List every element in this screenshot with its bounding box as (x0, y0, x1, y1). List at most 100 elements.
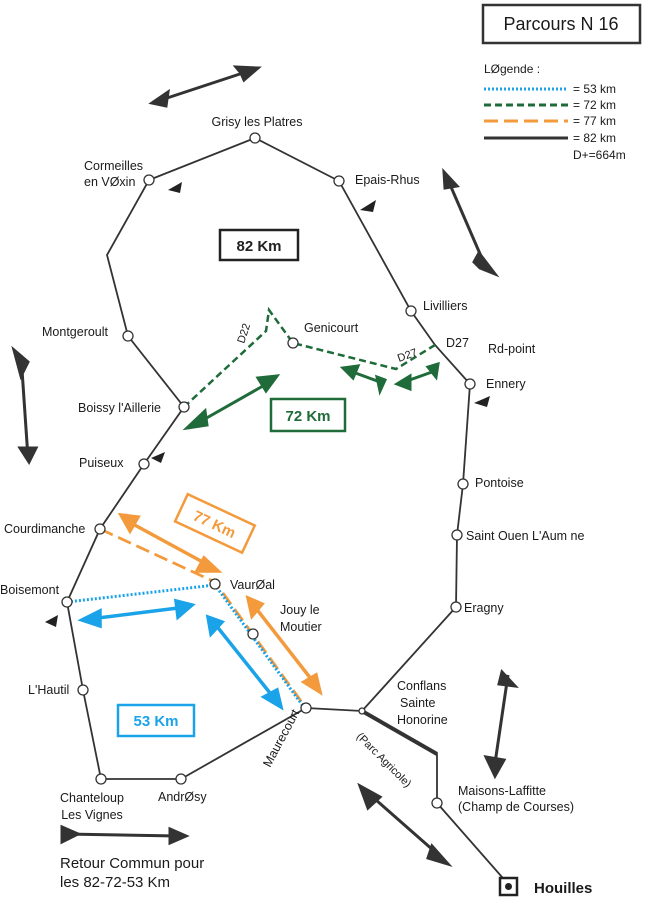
legend-heading: LØgende : (484, 62, 540, 76)
node-montgeroult (122, 330, 134, 342)
place-jouy-line2: Moutier (280, 620, 322, 634)
finish-marker: Houilles (498, 876, 592, 897)
route-77-shortcut (99, 527, 308, 709)
road-d22: D22 (235, 322, 253, 345)
node-ennery (464, 378, 476, 390)
node-maisons (431, 797, 443, 809)
node-chanteloup (95, 773, 107, 785)
node-boissy (178, 401, 190, 413)
footer-note: Retour Commun pour les 82-72-53 Km (60, 855, 204, 891)
place-rdpoint: Rd-point (488, 342, 536, 356)
place-ennery: Ennery (486, 377, 526, 391)
arrow-72-main-icon (182, 374, 281, 431)
road-d27-right: D27 (446, 336, 469, 350)
route-box-82: 82 Km (218, 228, 300, 262)
place-pontoise: Pontoise (475, 476, 524, 490)
node-cormeilles (143, 174, 155, 186)
place-andresy: AndrØsy (158, 790, 207, 804)
route-box-72: 72 Km (269, 397, 347, 433)
arrow-77-side-icon (245, 595, 323, 696)
arrow-72-d27-left-icon (339, 364, 388, 396)
route-return-bold (361, 709, 438, 756)
arrow-left-icon (11, 345, 39, 466)
place-boissy: Boissy l'Aillerie (78, 401, 161, 415)
node-hautil (77, 684, 89, 696)
arrow-conflans-icon (483, 668, 519, 780)
place-hautil: L'Hautil (28, 683, 69, 697)
place-boisemont: Boisemont (0, 583, 60, 597)
title-box: Parcours N 16 (481, 3, 642, 45)
arrow-53-side-icon (205, 614, 284, 711)
place-maisons-line2: (Champ de Courses) (458, 800, 574, 814)
node-genicourt (287, 337, 299, 349)
node-conflans (358, 707, 366, 715)
place-genicourt: Genicourt (304, 321, 359, 335)
direction-triangle-icon (45, 615, 58, 627)
node-boisemont (61, 596, 73, 608)
place-grisy: Grisy les Platres (212, 115, 303, 129)
direction-triangle-icon (360, 200, 376, 212)
node-livilliers (405, 305, 417, 317)
direction-arrows (11, 65, 519, 867)
legend: LØgende : = 53 km = 72 km = 77 km = 82 k… (484, 62, 626, 162)
place-chanteloup-line1: Chanteloup (60, 791, 124, 805)
arrow-right-icon (442, 167, 500, 278)
place-parc-agricole: (Parc Agricole) (354, 731, 413, 790)
arrow-53-main-icon (77, 598, 196, 629)
node-saintouen (451, 529, 463, 541)
road-d27-left: D27 (396, 347, 419, 365)
node-jouy (247, 628, 259, 640)
place-conflans-line2: Sainte (400, 696, 435, 710)
place-livilliers: Livilliers (423, 299, 467, 313)
node-maurecourt (300, 702, 312, 714)
place-montgeroult: Montgeroult (42, 325, 109, 339)
finish-dot-icon (505, 883, 512, 890)
place-conflans-line1: Conflans (397, 679, 446, 693)
footer-line1: Retour Commun pour (60, 855, 204, 872)
node-pontoise (457, 478, 469, 490)
arrows-53 (77, 598, 284, 711)
town-nodes (61, 132, 476, 809)
direction-triangle-icon (474, 396, 490, 407)
place-puiseux: Puiseux (79, 456, 124, 470)
arrow-72-d27-right-icon (393, 361, 440, 392)
place-cormeilles-line2: en VØxin (84, 175, 135, 189)
place-maurecourt: Maurecourt (260, 707, 302, 770)
place-houilles: Houilles (534, 880, 592, 897)
arrow-top-icon (148, 65, 262, 108)
route-box-53-label: 53 Km (133, 713, 178, 730)
place-cormeilles-line1: Cormeilles (84, 159, 143, 173)
place-epais: Epais-Rhus (355, 173, 420, 187)
place-maisons-line1: Maisons-Laffitte (458, 784, 546, 798)
place-saintouen: Saint Ouen L'Aum ne (466, 529, 584, 543)
direction-markers (45, 182, 490, 627)
place-chanteloup-line2: Les Vignes (61, 808, 123, 822)
arrows-77 (117, 512, 323, 696)
route-box-72-label: 72 Km (285, 408, 330, 425)
place-jouy-line1: Jouy le (280, 603, 320, 617)
node-eragny (450, 601, 462, 613)
legend-label-77: = 77 km (573, 114, 616, 128)
legend-label-82: = 82 km (573, 131, 616, 145)
node-andresy (175, 773, 187, 785)
legend-label-53: = 53 km (573, 82, 616, 96)
route-box-53: 53 Km (116, 703, 196, 738)
arrow-footer-icon (60, 824, 190, 846)
node-vaureal (209, 578, 221, 590)
place-conflans-line3: Honorine (397, 713, 448, 727)
arrow-bottom-right-icon (357, 782, 453, 867)
place-eragny: Eragny (464, 601, 504, 615)
legend-label-72: = 72 km (573, 98, 616, 112)
route-72-shortcut (183, 306, 436, 408)
place-courdimanche: Courdimanche (4, 522, 85, 536)
footer-line2: les 82-72-53 Km (60, 874, 170, 891)
place-vaureal: VaurØal (230, 578, 275, 592)
route-box-82-label: 82 Km (236, 238, 281, 255)
arrows-72 (182, 361, 440, 431)
node-grisy (249, 132, 261, 144)
legend-elevation: D+=664m (573, 148, 626, 162)
direction-triangle-icon (168, 182, 182, 193)
route-box-77: 77 Km (173, 492, 257, 555)
arrow-77-main-icon (117, 512, 223, 573)
